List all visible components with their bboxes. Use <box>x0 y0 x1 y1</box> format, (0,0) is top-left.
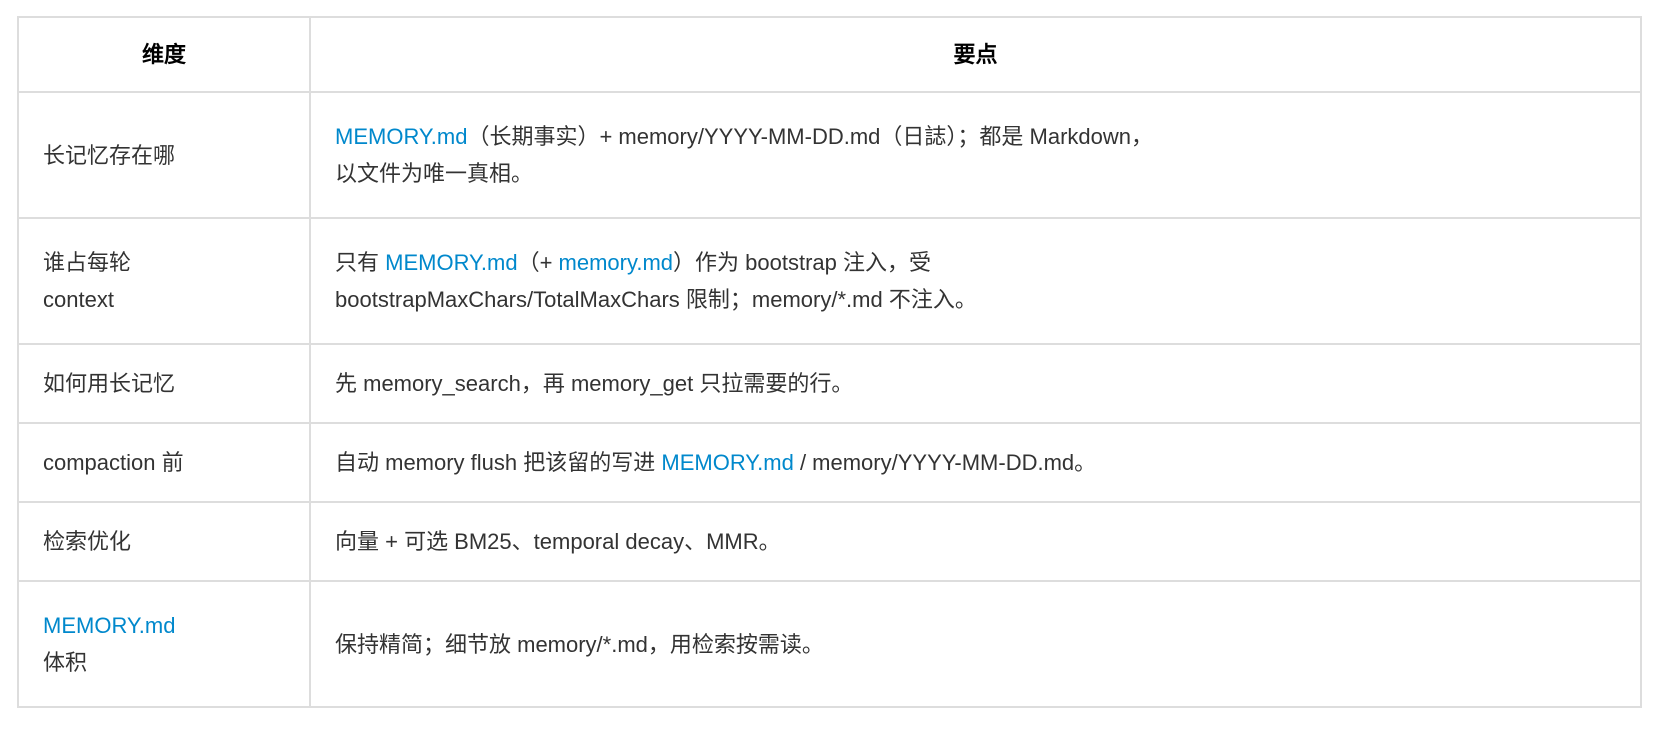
cell-text: 检索优化 <box>43 529 132 554</box>
cell-text: 如何用长记忆 <box>43 371 176 396</box>
cell-text: （+ <box>517 250 559 275</box>
dimension-cell: 长记忆存在哪 <box>17 91 311 219</box>
table-header-row: 维度 要点 <box>17 16 1642 93</box>
cell-text: 谁占每轮 <box>43 250 132 275</box>
memory-summary-table: 维度 要点 长记忆存在哪 MEMORY.md（长期事实）+ memory/YYY… <box>17 16 1642 708</box>
cell-text: bootstrapMaxChars/TotalMaxChars 限制；memor… <box>335 287 977 312</box>
cell-text: 只有 <box>335 250 386 275</box>
dimension-cell: 谁占每轮 context <box>17 217 311 345</box>
points-cell: 自动 memory flush 把该留的写进 MEMORY.md / memor… <box>309 422 1642 503</box>
table-row: 长记忆存在哪 MEMORY.md（长期事实）+ memory/YYYY-MM-D… <box>17 91 1642 219</box>
cell-text: context <box>43 287 114 312</box>
cell-text: （长期事实）+ memory/YYYY-MM-DD.md（日誌）；都是 Mark… <box>467 124 1153 149</box>
points-cell: 先 memory_search，再 memory_get 只拉需要的行。 <box>309 343 1642 424</box>
points-cell: MEMORY.md（长期事实）+ memory/YYYY-MM-DD.md（日誌… <box>309 91 1642 219</box>
table-row: 检索优化 向量 + 可选 BM25、temporal decay、MMR。 <box>17 501 1642 582</box>
header-key-points: 要点 <box>309 16 1642 93</box>
file-link[interactable]: memory.md <box>558 250 674 275</box>
table-row: 谁占每轮 context 只有 MEMORY.md（+ memory.md）作为 … <box>17 217 1642 345</box>
cell-text: / memory/YYYY-MM-DD.md。 <box>793 450 1097 475</box>
cell-text: 体积 <box>43 650 88 675</box>
table-body: 长记忆存在哪 MEMORY.md（长期事实）+ memory/YYYY-MM-D… <box>17 91 1642 708</box>
points-cell: 保持精简；细节放 memory/*.md，用检索按需读。 <box>309 580 1642 708</box>
cell-text: compaction 前 <box>43 450 184 475</box>
dimension-cell: compaction 前 <box>17 422 311 503</box>
points-cell: 只有 MEMORY.md（+ memory.md）作为 bootstrap 注入… <box>309 217 1642 345</box>
file-link[interactable]: MEMORY.md <box>661 450 794 475</box>
dimension-cell: MEMORY.md 体积 <box>17 580 311 708</box>
cell-text: 向量 + 可选 BM25、temporal decay、MMR。 <box>335 529 781 554</box>
table-row: MEMORY.md 体积 保持精简；细节放 memory/*.md，用检索按需读。 <box>17 580 1642 708</box>
points-cell: 向量 + 可选 BM25、temporal decay、MMR。 <box>309 501 1642 582</box>
header-dimension: 维度 <box>17 16 311 93</box>
cell-text: 保持精简；细节放 memory/*.md，用检索按需读。 <box>335 631 824 657</box>
file-link[interactable]: MEMORY.md <box>385 250 518 275</box>
cell-text: ）作为 bootstrap 注入，受 <box>673 250 931 275</box>
dimension-cell: 如何用长记忆 <box>17 343 311 424</box>
cell-text: 自动 memory flush 把该留的写进 <box>335 450 662 475</box>
cell-text: 以文件为唯一真相。 <box>335 161 534 186</box>
table-row: 如何用长记忆 先 memory_search，再 memory_get 只拉需要… <box>17 343 1642 424</box>
cell-text: 先 memory_search，再 memory_get 只拉需要的行。 <box>335 371 854 396</box>
cell-text: 长记忆存在哪 <box>43 142 176 168</box>
file-link[interactable]: MEMORY.md <box>335 124 468 149</box>
file-link[interactable]: MEMORY.md <box>43 613 176 638</box>
dimension-cell: 检索优化 <box>17 501 311 582</box>
table-row: compaction 前 自动 memory flush 把该留的写进 MEMO… <box>17 422 1642 503</box>
